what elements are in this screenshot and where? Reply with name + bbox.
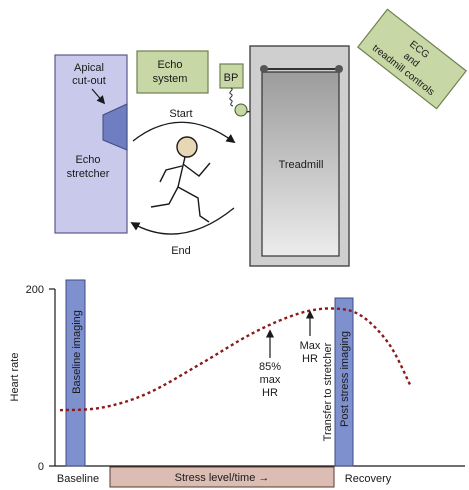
y-tick-label-200: 200 <box>26 284 44 296</box>
heart-rate-curve <box>59 307 412 412</box>
post-stress-imaging-bar <box>334 297 354 467</box>
treadmill-label: Treadmill <box>279 159 324 171</box>
bp-label: BP <box>224 72 239 84</box>
apical-cutout <box>102 103 128 151</box>
apical-label-line2: cut-out <box>72 75 106 87</box>
figure-arm-front <box>182 162 211 177</box>
figure-torso <box>177 156 186 188</box>
baseline-imaging-label: Baseline imaging <box>71 310 83 394</box>
phase-stress: Stress level/time → <box>175 472 270 484</box>
treadmill-handle-left <box>260 65 268 73</box>
y-tick-label-0: 0 <box>38 461 44 473</box>
maxhr-line2: HR <box>302 353 318 365</box>
figure-arm-back <box>159 165 183 183</box>
post-stress-imaging-label: Post stress imaging <box>339 331 351 427</box>
stretcher-label-line2: stretcher <box>67 168 110 180</box>
start-arrow <box>132 121 236 144</box>
transfer-label: Transfer to stretcher <box>322 342 334 441</box>
end-arrow <box>130 207 235 235</box>
start-label: Start <box>169 108 192 120</box>
stress-phase-box <box>109 466 335 488</box>
controls-box-group: ECG and treadmill controls <box>356 8 468 110</box>
hr85-line1: 85% <box>259 361 281 373</box>
apical-pointer-arrow <box>91 88 106 105</box>
echo-system-line2: system <box>153 73 188 85</box>
phase-recovery: Recovery <box>345 473 392 485</box>
hr85-line2: max <box>260 374 281 386</box>
treadmill-handle-right <box>335 65 343 73</box>
echo-system-line1: Echo <box>157 59 182 71</box>
patient-figure <box>150 136 211 223</box>
hr85-line3: HR <box>262 387 278 399</box>
figure-leg-back <box>150 186 179 208</box>
phase-baseline: Baseline <box>57 473 99 485</box>
baseline-imaging-bar <box>65 279 86 467</box>
echo-system-box <box>136 50 209 94</box>
stretcher-label-line1: Echo <box>75 154 100 166</box>
apical-label-line1: Apical <box>74 62 104 74</box>
bp-cable <box>229 87 234 107</box>
figure-head <box>176 136 198 158</box>
treadmill-belt <box>261 71 340 257</box>
maxhr-line1: Max <box>300 340 321 352</box>
figure-leg-front <box>177 186 210 223</box>
y-axis-label: Heart rate <box>9 353 21 402</box>
bp-cuff <box>234 103 248 117</box>
controls-box <box>356 8 468 110</box>
end-label: End <box>171 245 191 257</box>
